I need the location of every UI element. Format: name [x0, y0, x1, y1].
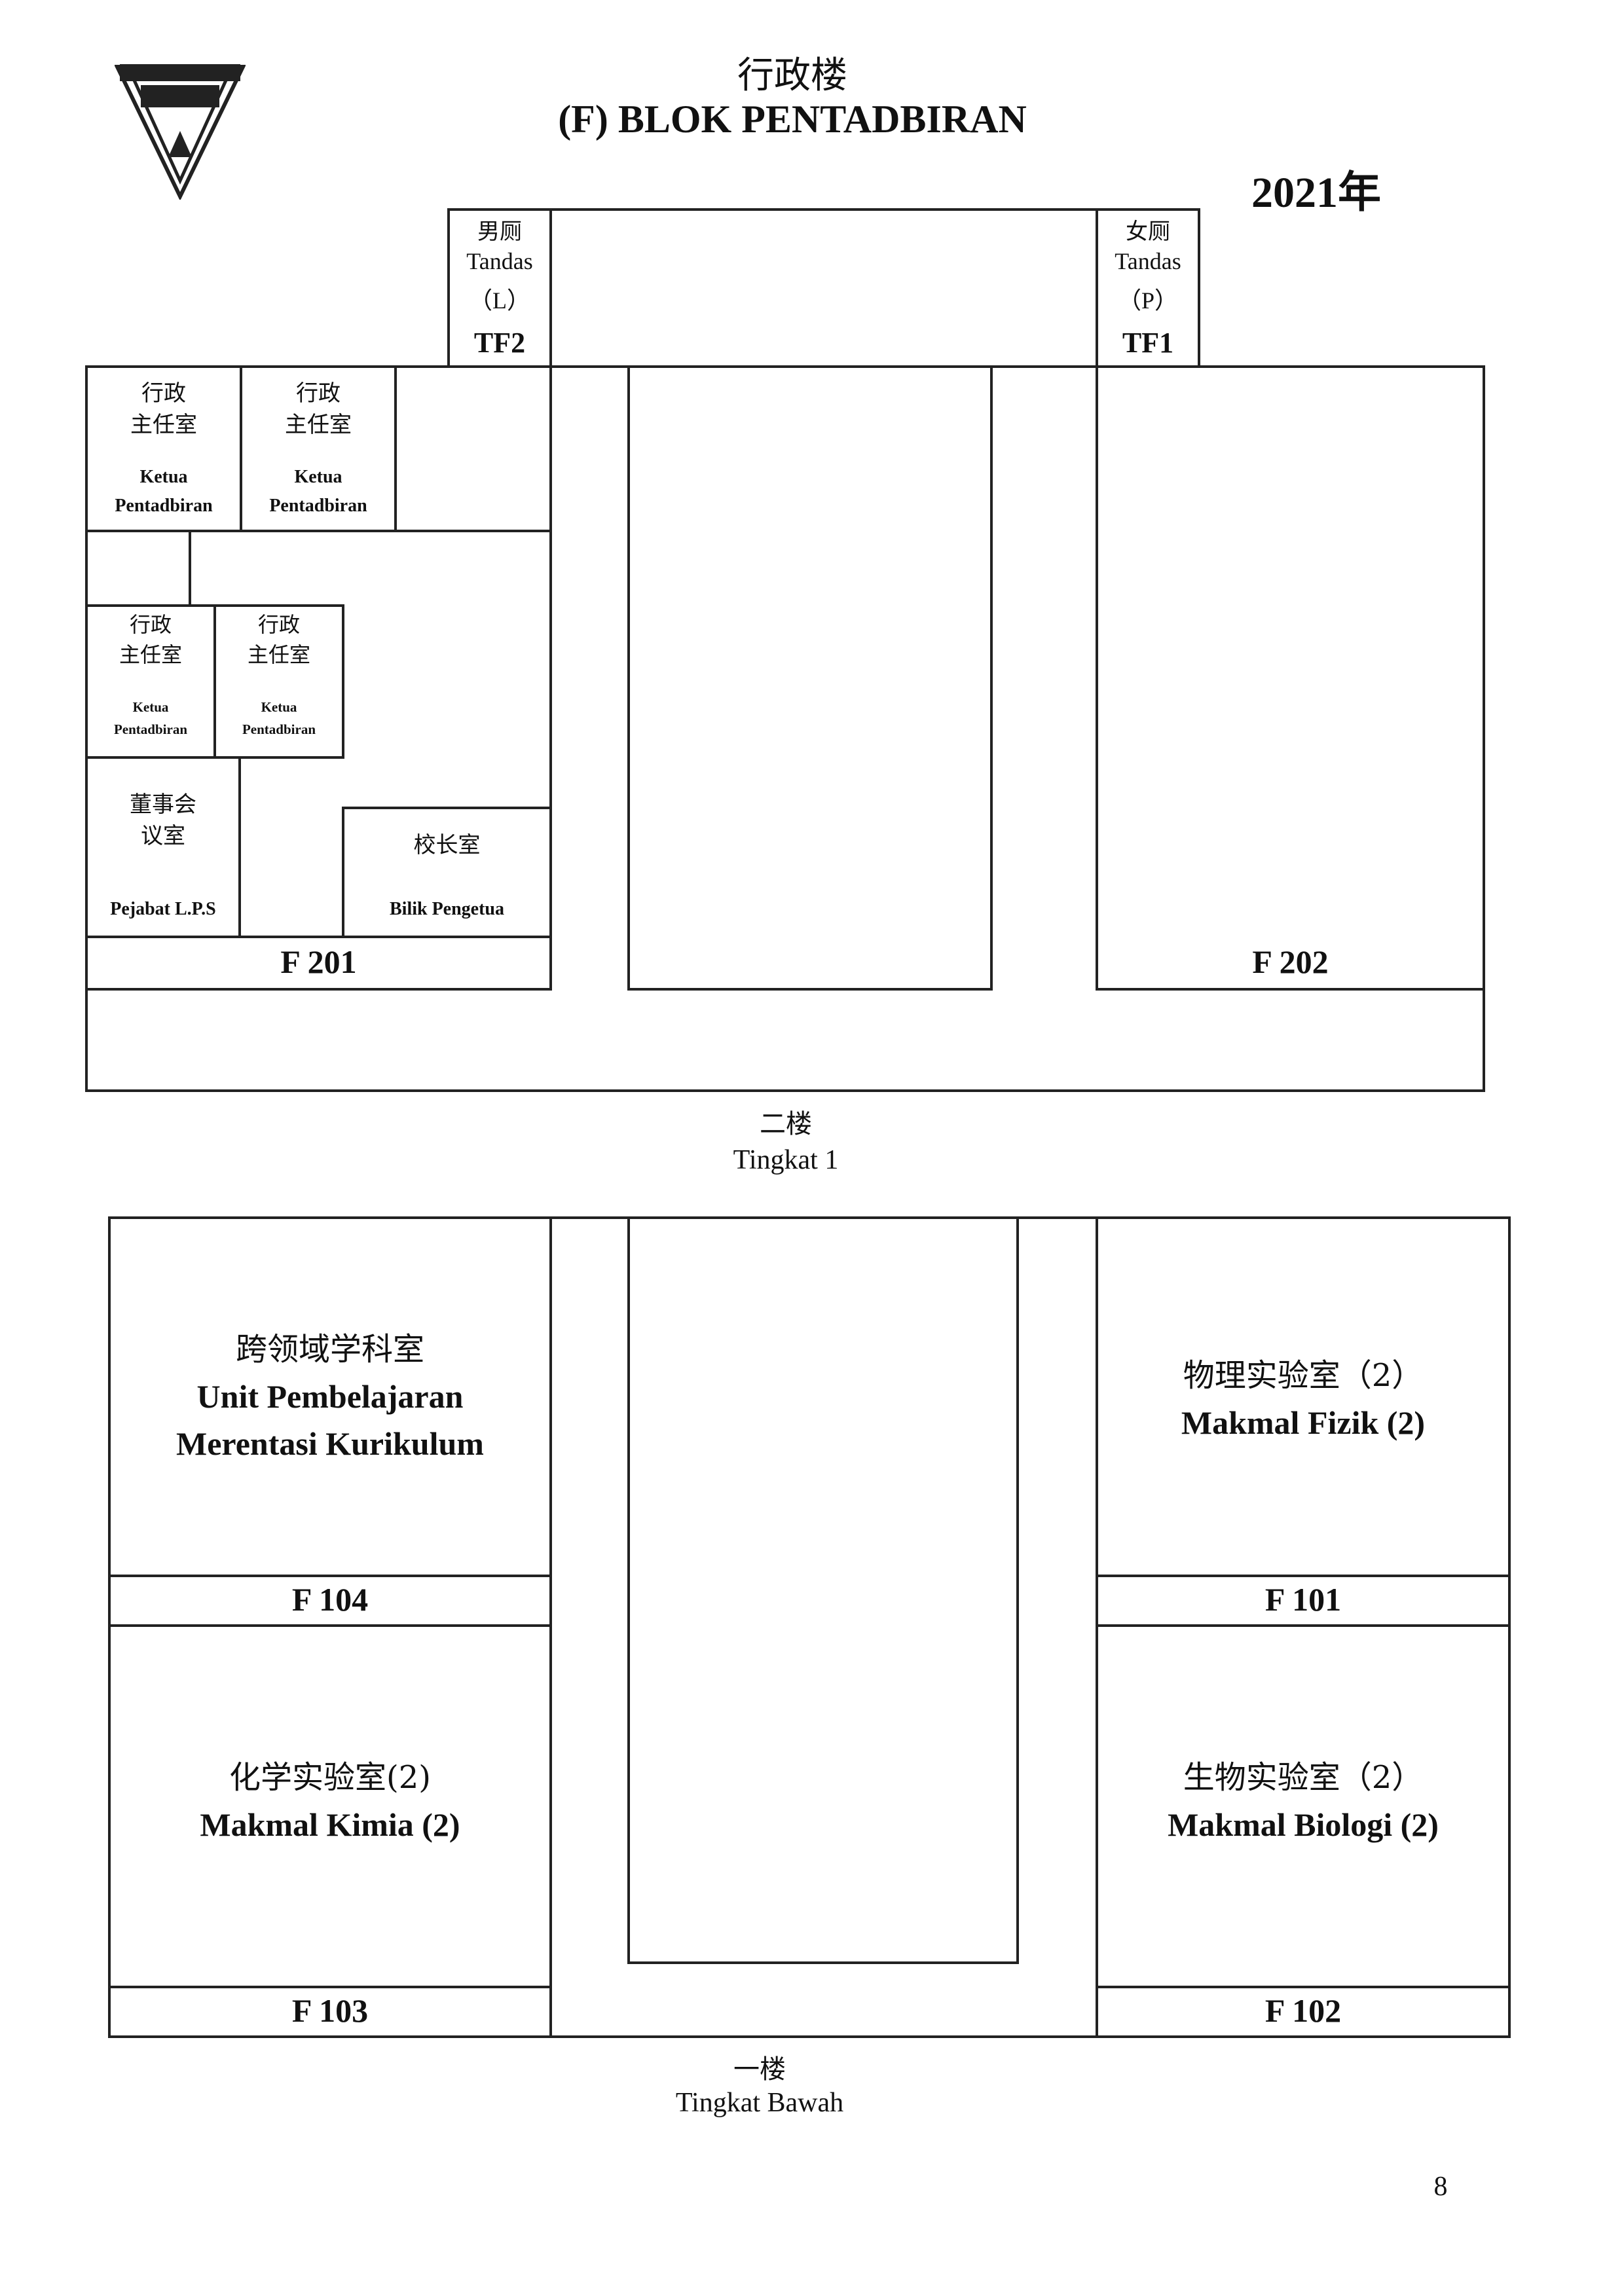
principal-room-zh: 校长室 — [413, 832, 481, 858]
floor1-label-en: Tingkat 1 — [733, 1145, 839, 1175]
f101-en: Makmal Fizik (2) — [1181, 1404, 1426, 1441]
tandas-lelaki-sub: （L） — [469, 287, 530, 314]
ground-label-zh: 一楼 — [733, 2054, 786, 2085]
office-ketua-2-zh2: 主任室 — [285, 412, 352, 438]
f102-strip — [1096, 1986, 1511, 2038]
office-ketua-1-zh1: 行政 — [141, 380, 186, 407]
office-ketua-4-en2: Pentadbiran — [242, 721, 316, 737]
year-label: 2021年 — [1251, 169, 1381, 217]
floor1-courtyard — [627, 365, 993, 991]
f103-code: F 103 — [291, 1992, 369, 2029]
f101-zh: 物理实验室（2） — [1183, 1357, 1424, 1394]
office-ketua-1-en2: Pentadbiran — [115, 496, 213, 516]
f103-strip — [108, 1986, 552, 2038]
f201-code: F 201 — [280, 943, 357, 980]
office-ketua-3-zh2: 主任室 — [119, 642, 182, 667]
small-room — [85, 530, 191, 607]
office-ketua-3-en1: Ketua — [132, 699, 169, 715]
office-ketua-3-en2: Pentadbiran — [113, 721, 187, 737]
f202-room — [1096, 365, 1485, 991]
board-room-zh2: 议室 — [141, 823, 185, 849]
f201-strip — [85, 936, 552, 991]
title-en: (F) BLOK PENTADBIRAN — [558, 98, 1027, 141]
office-ketua-2-en2: Pentadbiran — [269, 496, 367, 516]
store-room — [394, 365, 552, 532]
office-ketua-4 — [213, 604, 344, 759]
tandas-lelaki-en: Tandas — [466, 248, 533, 274]
tandas-perempuan-code: TF1 — [1122, 327, 1174, 359]
ground-label-en: Tingkat Bawah — [675, 2088, 844, 2118]
office-ketua-4-zh2: 主任室 — [247, 642, 310, 667]
office-ketua-2-zh1: 行政 — [296, 380, 341, 407]
school-logo: CHUNG HWA HIGH SCHOOL 吉隆坡 中华中学 — [114, 59, 246, 201]
f102-code: F 102 — [1264, 1992, 1342, 2029]
board-room-en: Pejabat L.P.S — [110, 899, 216, 919]
board-room-zh1: 董事会 — [130, 792, 196, 818]
office-ketua-1-zh2: 主任室 — [130, 412, 197, 438]
f104-code: F 104 — [291, 1581, 369, 1618]
office-ketua-2-en1: Ketua — [294, 467, 342, 487]
f102-en: Makmal Biologi (2) — [1168, 1806, 1439, 1843]
f104-en1: Unit Pembelajaran — [196, 1378, 464, 1415]
tandas-perempuan-sub: （P） — [1117, 287, 1179, 314]
office-ketua-4-en1: Ketua — [261, 699, 297, 715]
office-ketua-4-zh1: 行政 — [257, 612, 300, 637]
office-ketua-1-en1: Ketua — [139, 467, 188, 487]
f104-en2: Merentasi Kurikulum — [176, 1425, 484, 1462]
ground-courtyard — [627, 1216, 1019, 1964]
f101-code: F 101 — [1264, 1581, 1342, 1618]
principal-room-en: Bilik Pengetua — [389, 899, 504, 919]
tandas-perempuan-zh: 女厕 — [1126, 219, 1170, 245]
f102-zh: 生物实验室（2） — [1183, 1759, 1424, 1796]
tandas-perempuan-en: Tandas — [1115, 248, 1181, 274]
floor1-label-zh: 二楼 — [760, 1109, 812, 1139]
office-ketua-3-zh1: 行政 — [129, 612, 172, 637]
tandas-lelaki-zh: 男厕 — [477, 219, 522, 245]
tandas-lelaki-code: TF2 — [473, 327, 526, 359]
f103-en: Makmal Kimia (2) — [200, 1806, 460, 1843]
title-zh: 行政楼 — [737, 54, 847, 97]
page-number: 8 — [1433, 2172, 1448, 2202]
f103-zh: 化学实验室(2) — [229, 1759, 431, 1796]
f104-zh: 跨领域学科室 — [235, 1331, 424, 1368]
toilet-connector — [549, 208, 1098, 368]
f202-code: F 202 — [1252, 943, 1329, 980]
